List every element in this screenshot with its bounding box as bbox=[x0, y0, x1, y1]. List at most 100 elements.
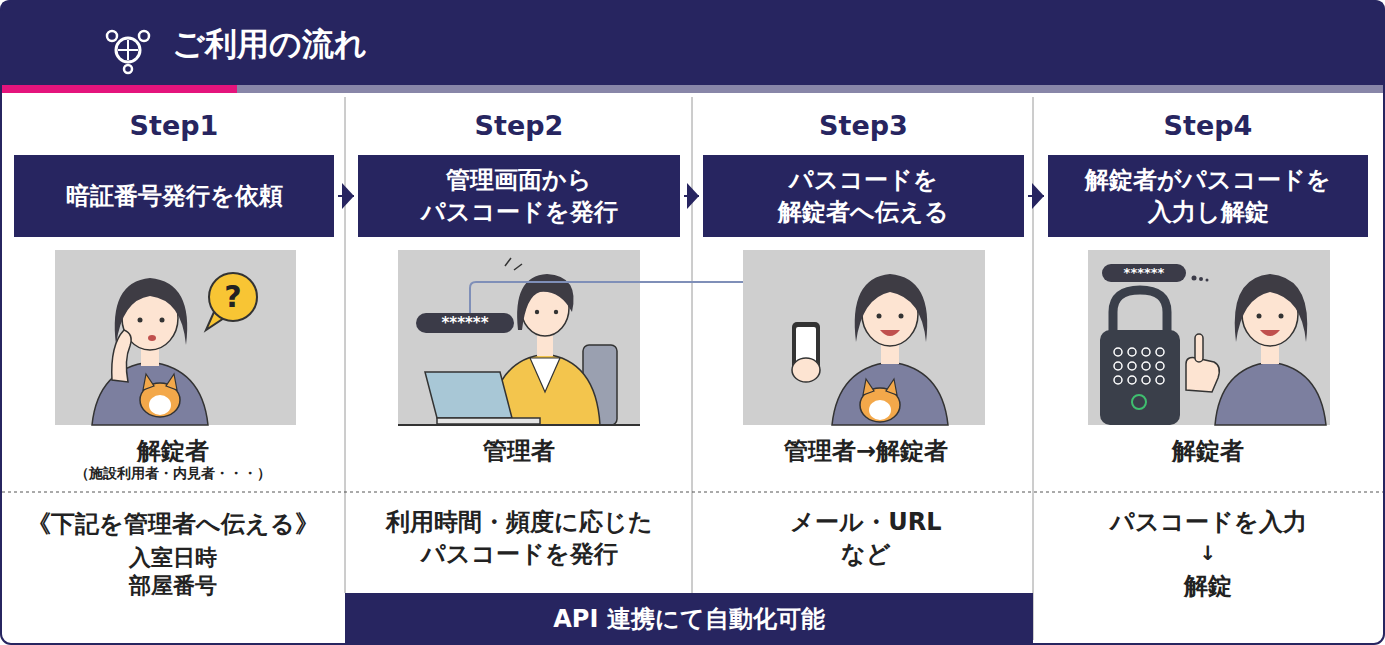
person-hand bbox=[112, 330, 131, 382]
step-description: メール・URL など bbox=[776, 506, 956, 570]
person-mouth bbox=[148, 335, 156, 341]
step-box: Step3パスコードを 解錠者へ伝える bbox=[703, 155, 1024, 237]
header-icon bbox=[118, 40, 138, 60]
person-finger bbox=[1195, 334, 1203, 362]
typing-dot bbox=[1192, 276, 1197, 281]
step-number: Step4 bbox=[1048, 109, 1368, 143]
keypad-key bbox=[1142, 362, 1150, 370]
step-box: Step2管理画面から パスコードを発行 bbox=[358, 155, 680, 237]
illustration-panel bbox=[55, 250, 296, 425]
person-hand bbox=[1186, 358, 1219, 392]
step-number: Step3 bbox=[703, 109, 1024, 143]
cat-ear bbox=[863, 379, 897, 395]
person-shirt bbox=[530, 358, 560, 392]
step-description: 利用時間・頻度に応じた パスコードを発行 bbox=[359, 506, 679, 570]
keypad bbox=[1114, 348, 1164, 384]
step-box: Step4解錠者がパスコードを 入力し解錠 bbox=[1048, 155, 1368, 237]
keypad-key bbox=[1156, 348, 1164, 356]
role-label: 解錠者 bbox=[23, 436, 323, 466]
illustration-panel bbox=[398, 250, 640, 425]
passcode-mask: ****** bbox=[1102, 264, 1186, 282]
step-title: API 連携にて自動化可能 bbox=[389, 603, 989, 635]
person-eye bbox=[535, 310, 539, 314]
passcode-pill bbox=[1102, 264, 1186, 282]
automation-band: API 連携にて自動化可能 bbox=[345, 593, 1033, 645]
person-mouth bbox=[1260, 330, 1280, 336]
person-eye bbox=[899, 314, 904, 319]
header-icon bbox=[139, 31, 149, 41]
person-hair bbox=[855, 274, 928, 342]
keypad-key bbox=[1128, 376, 1136, 384]
status-light bbox=[1132, 395, 1146, 409]
illustration-panel bbox=[1088, 250, 1330, 425]
person-eye bbox=[1257, 314, 1262, 319]
person-eye bbox=[1279, 314, 1284, 319]
step-title: パスコードを 解錠者へ伝える bbox=[764, 164, 964, 228]
step-number: Step2 bbox=[358, 109, 680, 143]
header-icon bbox=[107, 31, 117, 41]
step-description: 解錠 bbox=[1108, 570, 1308, 602]
illustration-panel bbox=[743, 250, 985, 425]
person-body bbox=[1215, 362, 1326, 425]
step-connector bbox=[338, 195, 354, 197]
step-title: 暗証番号発行を依頼 bbox=[24, 180, 324, 212]
person-neck bbox=[537, 334, 553, 356]
keypad-key bbox=[1128, 348, 1136, 356]
header-icon bbox=[116, 38, 140, 62]
motion-mark bbox=[505, 258, 522, 270]
person-eye bbox=[554, 310, 558, 314]
person-body bbox=[92, 362, 208, 425]
header-icon bbox=[124, 65, 132, 73]
speech-bubble bbox=[209, 273, 257, 321]
role-note: （施設利用者・内見者・・・） bbox=[8, 464, 338, 482]
passcode-mask: ****** bbox=[416, 313, 514, 333]
step-number: Step1 bbox=[14, 109, 334, 143]
keypad-key bbox=[1114, 348, 1122, 356]
step-connector bbox=[1028, 195, 1044, 197]
cat-ear bbox=[143, 374, 177, 390]
column-divider bbox=[692, 97, 693, 593]
step-title: 解錠者がパスコードを 入力し解錠 bbox=[1077, 164, 1339, 228]
keypad-key bbox=[1142, 376, 1150, 384]
cat bbox=[869, 400, 891, 420]
step-connector bbox=[684, 195, 699, 197]
person-eye bbox=[160, 318, 165, 323]
typing-dot bbox=[1206, 279, 1209, 282]
cat bbox=[149, 395, 171, 415]
person-eye bbox=[877, 314, 882, 319]
laptop-screen bbox=[425, 372, 512, 418]
desk bbox=[398, 424, 640, 426]
keypad-key bbox=[1128, 362, 1136, 370]
lock-body bbox=[1100, 330, 1180, 425]
typing-dot bbox=[1199, 277, 1203, 281]
person-eye bbox=[138, 318, 143, 323]
column-divider bbox=[1033, 97, 1034, 640]
laptop-base bbox=[437, 418, 540, 424]
question-mark: ? bbox=[213, 278, 253, 316]
step-title: 管理画面から パスコードを発行 bbox=[409, 164, 629, 228]
keypad-key bbox=[1114, 376, 1122, 384]
flow-arrow: ↓ bbox=[1178, 540, 1238, 566]
role-label: 解錠者 bbox=[1058, 436, 1358, 466]
dashed-divider bbox=[2, 492, 1383, 493]
keypad-key bbox=[1142, 348, 1150, 356]
role-label: 管理者 bbox=[369, 436, 669, 466]
passcode-pill bbox=[416, 313, 514, 333]
instruction-heading: 《下記を管理者へ伝える》 bbox=[3, 508, 343, 540]
step-box: Step1暗証番号発行を依頼 bbox=[14, 155, 334, 237]
header-band bbox=[0, 0, 1385, 85]
accent-bar bbox=[237, 85, 1385, 93]
keypad-key bbox=[1156, 376, 1164, 384]
accent-bar bbox=[0, 85, 237, 93]
column-divider bbox=[345, 97, 346, 593]
person-hand bbox=[792, 358, 820, 382]
person-body bbox=[832, 362, 948, 425]
page-title: ご利用の流れ bbox=[172, 24, 367, 64]
instruction-item: 入室日時 部屋番号 bbox=[118, 544, 228, 600]
person-hair bbox=[1235, 274, 1308, 342]
keypad-key bbox=[1114, 362, 1122, 370]
